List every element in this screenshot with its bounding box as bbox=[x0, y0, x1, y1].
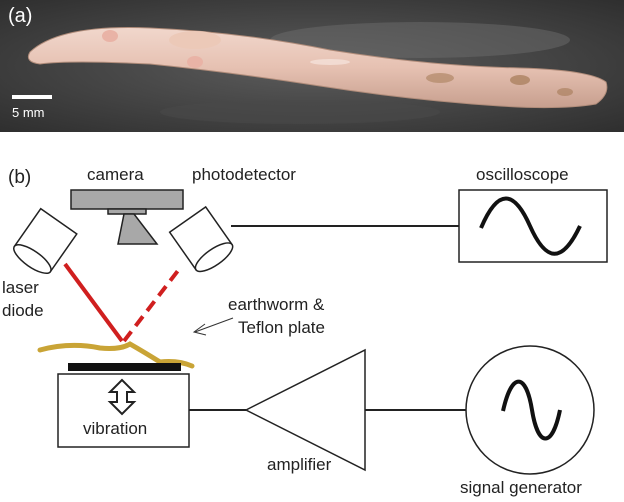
photodetector bbox=[168, 205, 234, 273]
panel-b-label: (b) bbox=[8, 167, 31, 188]
incident-laser-beam bbox=[63, 262, 124, 343]
teflon-plate bbox=[68, 363, 181, 371]
sample-label-line2: Teflon plate bbox=[238, 318, 325, 337]
double-arrow-icon bbox=[107, 378, 137, 416]
earthworm-sample bbox=[37, 341, 195, 369]
scale-bar bbox=[12, 95, 52, 99]
earthworm-highlight bbox=[310, 59, 350, 65]
oscilloscope-label: oscilloscope bbox=[476, 165, 569, 184]
photodetector-aperture bbox=[194, 242, 234, 273]
signal-generator-label: signal generator bbox=[460, 478, 582, 497]
earthworm-spot bbox=[102, 30, 118, 42]
sample-pointer-line bbox=[194, 317, 234, 333]
photodetector-label: photodetector bbox=[192, 165, 296, 184]
laser-diode-label-line1: laser bbox=[2, 278, 39, 297]
sample-pointer-arrowhead bbox=[192, 323, 207, 336]
sample-label-line1: earthworm & bbox=[228, 295, 325, 314]
earthworm-spot bbox=[426, 73, 454, 83]
earthworm-photo bbox=[0, 0, 624, 132]
camera-lens bbox=[117, 213, 159, 245]
camera-label: camera bbox=[87, 165, 144, 184]
reflected-laser-beam bbox=[122, 266, 182, 343]
earthworm-spot bbox=[557, 88, 573, 96]
amplifier-triangle bbox=[244, 348, 366, 472]
amplifier-label: amplifier bbox=[267, 455, 332, 474]
earthworm-spot bbox=[187, 56, 203, 68]
earthworm-body bbox=[27, 27, 608, 109]
vibration-label: vibration bbox=[83, 419, 147, 438]
laser-diode-label-line2: diode bbox=[2, 301, 44, 320]
panel-a-label: (a) bbox=[8, 5, 32, 27]
scale-bar-label: 5 mm bbox=[12, 105, 45, 120]
earthworm-clitellum bbox=[169, 31, 221, 49]
laser-diode-aperture bbox=[13, 244, 52, 274]
laser-diode bbox=[13, 207, 78, 274]
sine-wave-icon bbox=[479, 196, 582, 256]
camera bbox=[70, 189, 184, 245]
earthworm-spot bbox=[510, 75, 530, 85]
background-shadow bbox=[160, 100, 440, 124]
camera-body bbox=[70, 189, 184, 210]
background-sheen bbox=[270, 22, 570, 58]
sine-wave-icon bbox=[501, 379, 562, 441]
